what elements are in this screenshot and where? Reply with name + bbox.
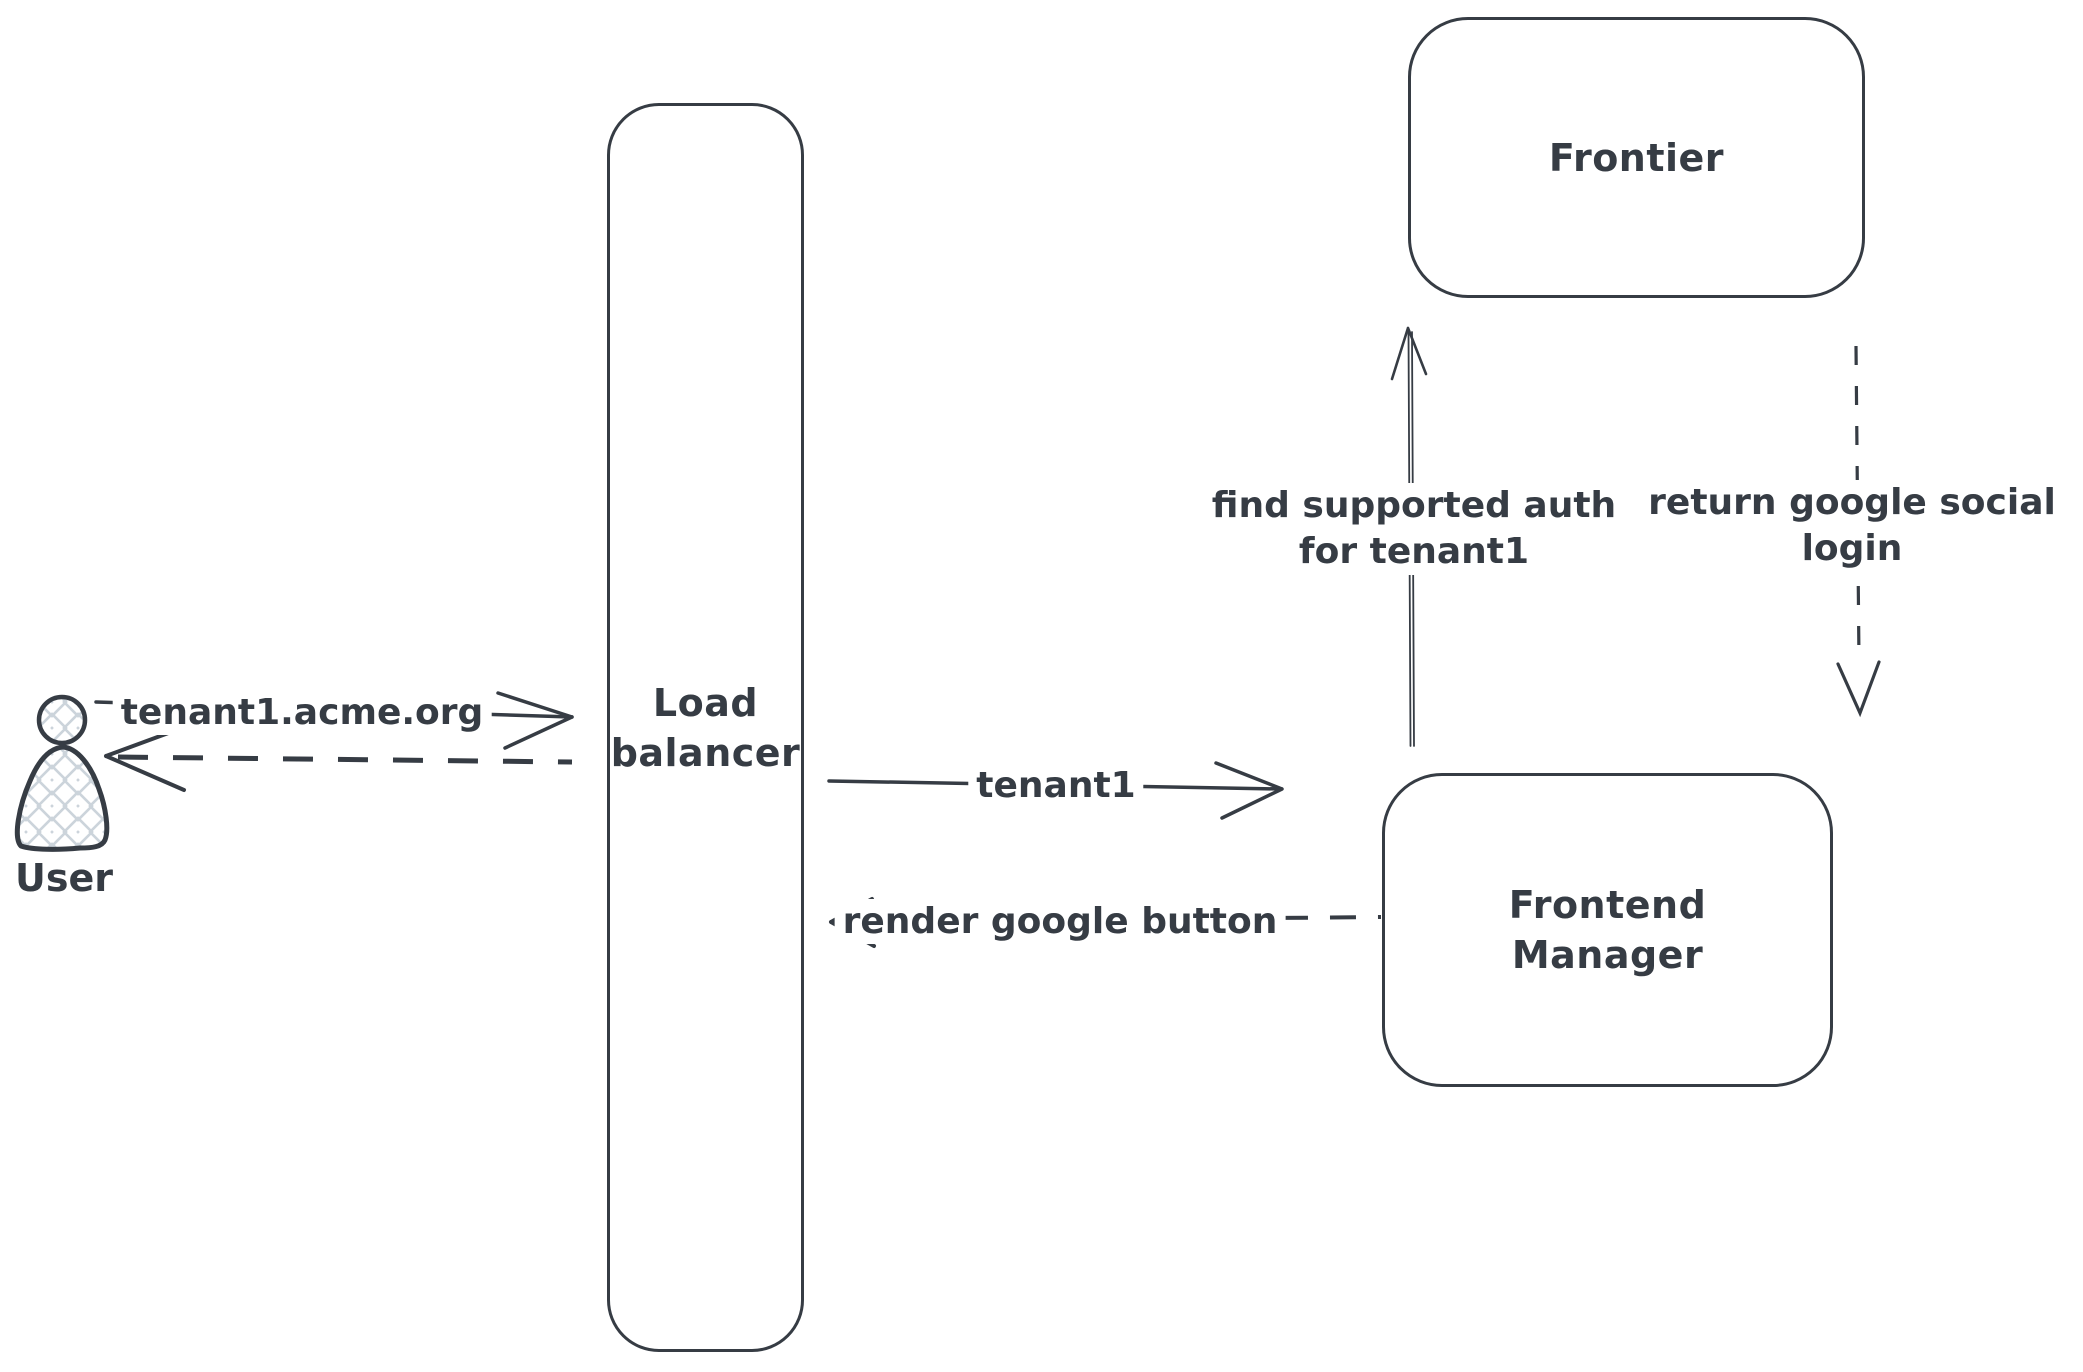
arrow-load-balancer-to-user (104, 726, 573, 792)
arrow-label-tenant1: tenant1 (968, 763, 1144, 808)
user-label: User (15, 856, 113, 900)
arrow-label-find-supported-auth: find supported auth for tenant1 (1203, 483, 1625, 575)
arrow-frontier-to-frontend-manager (1836, 345, 1881, 718)
frontend-manager-label: Frontend Manager (1508, 883, 1707, 977)
frontier-label: Frontier (1548, 135, 1725, 180)
frontier-node: Frontier (1408, 17, 1865, 298)
load-balancer-node: Load balancer (607, 103, 804, 1352)
arrow-label-render-google-button: render google button (834, 899, 1286, 944)
arrow-label-tenant1-acme-org: tenant1.acme.org (112, 690, 492, 735)
user-actor-icon (14, 694, 110, 852)
frontend-manager-node: Frontend Manager (1382, 773, 1833, 1087)
arrow-label-return-google-social-login: return google social login (1640, 480, 2064, 572)
load-balancer-label: Load balancer (610, 680, 801, 775)
